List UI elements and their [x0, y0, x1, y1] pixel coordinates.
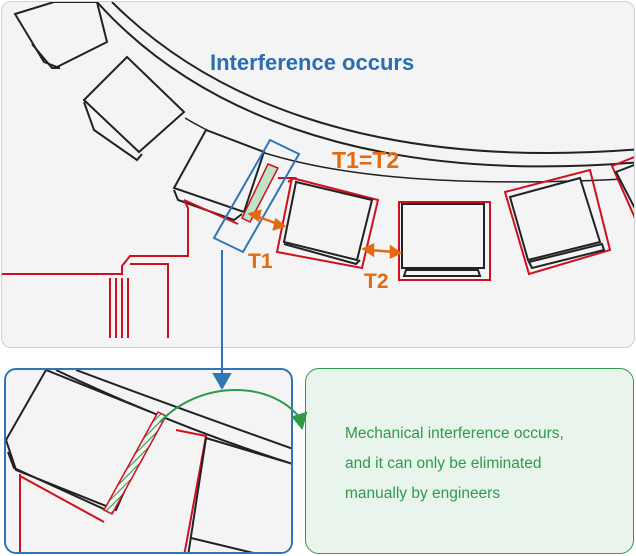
zoom-detail-panel [4, 368, 293, 554]
explanation-text: Mechanical interference occurs, and it c… [345, 419, 625, 509]
magnet-left-2 [82, 55, 186, 162]
explanation-line-2: and it can only be eliminated [345, 455, 542, 472]
ring-outer-arc [111, 2, 634, 154]
explanation-note-panel: Mechanical interference occurs, and it c… [305, 368, 634, 554]
blue-zoom-arrow [212, 250, 232, 391]
explanation-line-1: Mechanical interference occurs, [345, 425, 564, 442]
green-callout-arrow [159, 389, 308, 431]
t1-clearance-arrow [247, 209, 287, 231]
magnet-right-4 [610, 156, 634, 219]
interference-title: Interference occurs [210, 50, 415, 75]
explanation-line-3: manually by engineers [345, 485, 501, 502]
clearance-equation-label: T1=T2 [332, 147, 400, 173]
rotor-ring-diagram [2, 2, 634, 338]
zoomed-interference-diagram [6, 370, 291, 552]
t2-label: T2 [364, 270, 389, 293]
zoom-red-housing [19, 474, 105, 552]
zoom-magnet-right [175, 429, 291, 552]
zoom-hatched-interference [102, 411, 168, 515]
ring-inner-arc [96, 2, 634, 168]
magnet-right-3 [503, 168, 612, 276]
t2-clearance-arrow [361, 243, 403, 259]
interference-highlight-frame [212, 138, 301, 254]
overview-panel: Interference occurs T1=T2 T1 T2 [1, 1, 635, 348]
magnet-left-1 [13, 2, 109, 69]
zoom-ring-outer [75, 370, 291, 450]
magnet-right-2 [398, 201, 491, 281]
t1-label: T1 [248, 250, 273, 273]
interference-piece [241, 163, 280, 224]
red-housing-outline [2, 177, 298, 338]
